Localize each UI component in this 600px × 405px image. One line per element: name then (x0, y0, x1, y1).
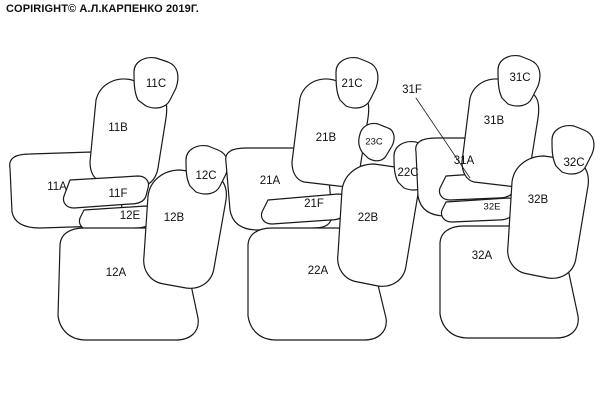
label-21a: 21A (260, 175, 281, 187)
label-12e: 12E (120, 210, 141, 222)
seat-part-11c (133, 57, 179, 109)
seat-part-32e (440, 197, 517, 223)
seat-part-12c (185, 145, 229, 195)
label-12a: 12A (106, 267, 127, 279)
seat-part-32b (507, 155, 589, 279)
label-11a: 11A (47, 181, 67, 193)
leader-line-31f (415, 97, 471, 179)
label-32b: 32B (528, 194, 549, 206)
seat-part-12b (143, 169, 227, 289)
label-32a: 32A (472, 250, 493, 262)
seat-part-21c (335, 57, 379, 109)
label-32e: 32E (484, 202, 501, 213)
label-11f: 11F (109, 188, 128, 200)
seat-part-32c (551, 125, 595, 175)
label-23c: 23C (365, 137, 383, 148)
label-31a: 31A (454, 155, 475, 167)
label-32c: 32C (563, 157, 584, 169)
seat-part-23c (358, 122, 395, 162)
copyright-notice: COPIRIGHT© А.Л.КАРПЕНКО 2019Г. (6, 3, 199, 15)
label-21f: 21F (304, 198, 324, 210)
label-11c: 11C (146, 78, 166, 90)
label-12b: 12B (164, 212, 185, 224)
seat-part-11f (62, 175, 150, 209)
label-22c: 22C (397, 167, 418, 179)
label-11b: 11B (108, 122, 128, 134)
label-21b: 21B (316, 132, 337, 144)
label-22b: 22B (358, 212, 379, 224)
label-22a: 22A (308, 265, 329, 277)
seat-part-31c (497, 55, 541, 107)
label-31f: 31F (402, 84, 422, 96)
label-31c: 31C (509, 72, 530, 84)
label-31b: 31B (484, 115, 505, 127)
seat-part-22b (337, 163, 419, 287)
seat-part-12e (78, 205, 155, 231)
label-21c: 21C (341, 78, 362, 90)
label-12c: 12C (195, 170, 216, 182)
